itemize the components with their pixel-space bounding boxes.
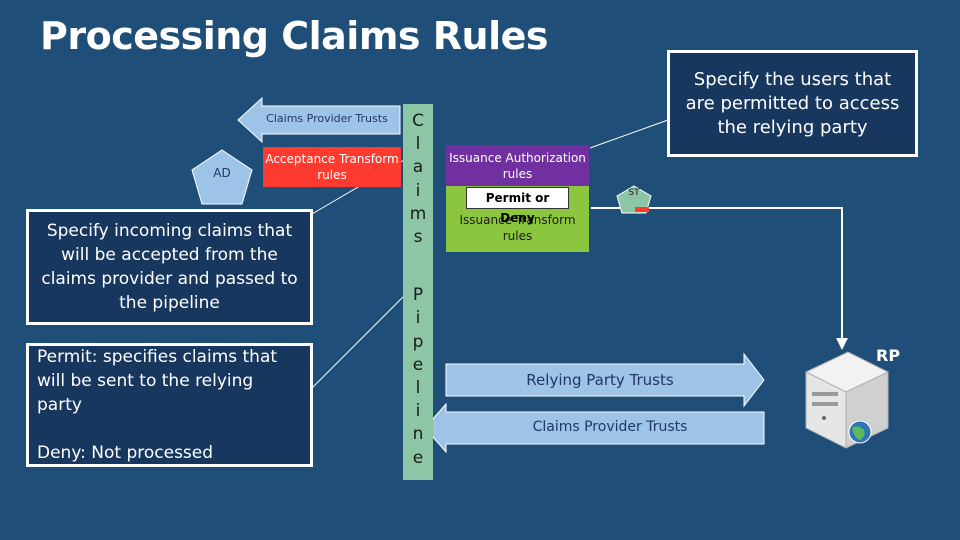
- ad-pentagon-icon: [191, 149, 253, 205]
- acceptance-transform-rules: Acceptance Transform rules: [263, 147, 401, 187]
- connector-permit: [311, 295, 405, 389]
- page-title: Processing Claims Rules: [40, 14, 549, 58]
- specify-incoming-text: Specify incoming claims that will be acc…: [41, 221, 298, 313]
- claims-provider-trusts-top-label: Claims Provider Trusts: [266, 112, 388, 125]
- connector-users: [589, 119, 669, 149]
- pipeline-letter: e: [412, 447, 424, 468]
- pipeline-letter: p: [412, 331, 424, 352]
- pipeline-letter: i: [415, 401, 421, 422]
- pipeline-letter: e: [412, 354, 424, 375]
- relying-party-trusts-arrow: [445, 352, 765, 408]
- pipeline-letter: i: [415, 308, 421, 329]
- st-label: ST: [628, 188, 640, 198]
- permit-or-deny-badge: Permit or Deny: [466, 187, 569, 225]
- deny-text: Deny: Not processed: [37, 443, 214, 463]
- pipeline-letter: l: [415, 134, 421, 155]
- claims-provider-trusts-bottom-arrow: [424, 402, 765, 454]
- st-red-bar: [635, 207, 649, 212]
- st-token-icon: [616, 185, 652, 214]
- issuance-authorization-label: Issuance Authorization rules: [449, 150, 586, 181]
- rp-label: RP: [876, 346, 901, 365]
- ad-label: AD: [213, 166, 231, 180]
- acceptance-transform-label: Acceptance Transform rules: [265, 152, 399, 182]
- relying-party-trusts-label: Relying Party Trusts: [526, 371, 674, 389]
- server-icon: [804, 351, 890, 449]
- pipeline-letter: a: [412, 157, 424, 178]
- permit-text: Permit: specifies claims that will be se…: [37, 347, 278, 415]
- pipeline-letter: C: [412, 111, 424, 131]
- issuance-authorization-rules: Issuance Authorization rules: [446, 145, 589, 186]
- issuance-transform-label: Issuance Transform rules: [459, 213, 576, 243]
- pipeline-letter: l: [415, 378, 421, 399]
- claims-provider-trusts-top-arrow: [237, 96, 401, 144]
- pipeline-letter: i: [415, 180, 421, 201]
- claims-provider-trusts-bottom-label: Claims Provider Trusts: [532, 419, 688, 435]
- specify-users-callout: Specify the users that are permitted to …: [667, 50, 918, 157]
- pipeline-letter: m: [409, 203, 427, 224]
- pipeline-letter: s: [413, 227, 423, 248]
- pipeline-letter: n: [412, 424, 424, 445]
- flow-arrowhead-icon: [836, 338, 848, 350]
- flow-line-to-rp: [591, 207, 843, 340]
- pipeline-letter: P: [412, 285, 424, 306]
- permit-deny-callout: Permit: specifies claims that will be se…: [26, 343, 313, 467]
- specify-incoming-callout: Specify incoming claims that will be acc…: [26, 209, 313, 325]
- specify-users-text: Specify the users that are permitted to …: [685, 68, 900, 138]
- globe-icon: [848, 420, 872, 444]
- claims-pipeline: C l a i m s P i p e l i n e: [403, 104, 433, 480]
